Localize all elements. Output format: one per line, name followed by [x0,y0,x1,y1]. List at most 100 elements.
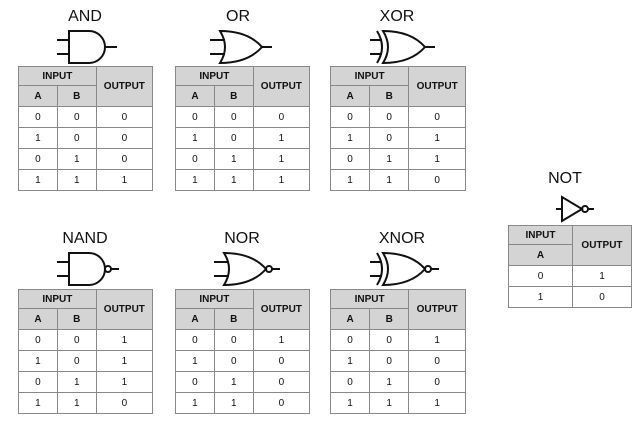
input-cell: 0 [213,350,254,372]
input-name-header: B [213,308,254,330]
input-header: INPUT [329,66,410,86]
input-name-header: B [56,308,97,330]
output-cell: 0 [252,106,311,128]
or-gate-icon [208,28,278,66]
nor-gate-icon [212,250,284,288]
input-name-header: B [369,85,410,107]
input-cell: 1 [213,371,254,393]
input-cell: 1 [369,371,410,393]
input-header: INPUT [508,225,573,245]
input-cell: 0 [369,329,410,351]
xnor-gate-icon [368,250,444,288]
output-cell: 1 [95,350,154,372]
input-cell: 0 [213,329,254,351]
output-cell: 0 [95,127,154,149]
input-cell: 1 [213,148,254,170]
input-name-header: B [213,85,254,107]
xor-title: XOR [379,8,415,25]
input-names-row: A [508,244,632,266]
nand-gate-icon [55,250,127,288]
output-cell: 0 [252,371,311,393]
input-cell: 1 [369,169,410,191]
input-cell: 1 [213,392,254,414]
output-cell: 0 [95,106,154,128]
output-cell: 0 [408,350,466,372]
input-cell: 0 [56,329,97,351]
input-cell: 1 [56,371,97,393]
input-cell: 0 [175,106,215,128]
output-header: OUTPUT [252,289,311,330]
input-cell: 1 [329,350,371,372]
output-header: OUTPUT [95,66,154,107]
not-gate-icon [548,192,596,226]
and-gate-icon [55,28,125,66]
input-cell: 1 [213,169,254,191]
output-header: OUTPUT [408,66,466,107]
nor-title: NOR [224,230,260,247]
input-name-header: A [329,308,371,330]
input-cell: 1 [18,169,58,191]
input-name-header: A [175,308,215,330]
input-cell: 1 [18,127,58,149]
input-header: INPUT [18,289,97,309]
input-cell: 0 [329,329,371,351]
input-cell: 0 [329,106,371,128]
input-cell: 0 [329,148,371,170]
input-name-header: B [369,308,410,330]
input-cell: 0 [369,106,410,128]
input-cell: 1 [175,127,215,149]
xor-gate-icon [368,28,440,66]
input-cell: 1 [329,127,371,149]
or-title: OR [226,8,250,25]
output-header: OUTPUT [571,225,633,266]
output-header: OUTPUT [408,289,466,330]
input-cell: 1 [175,350,215,372]
xnor-title: XNOR [378,230,426,247]
output-cell: 0 [408,371,466,393]
input-cell: 1 [329,392,371,414]
input-cell: 0 [56,106,97,128]
input-cell: 0 [18,106,58,128]
input-header: INPUT [175,66,254,86]
output-cell: 1 [252,148,311,170]
input-cell: 0 [18,329,58,351]
input-cell: 1 [369,392,410,414]
input-cell: 1 [56,392,97,414]
output-cell: 1 [571,265,633,287]
and-title: AND [68,8,102,25]
input-name-header: A [18,308,58,330]
input-name-header: B [56,85,97,107]
input-cell: 0 [56,350,97,372]
output-cell: 0 [408,169,466,191]
input-header: INPUT [175,289,254,309]
input-cell: 0 [56,127,97,149]
